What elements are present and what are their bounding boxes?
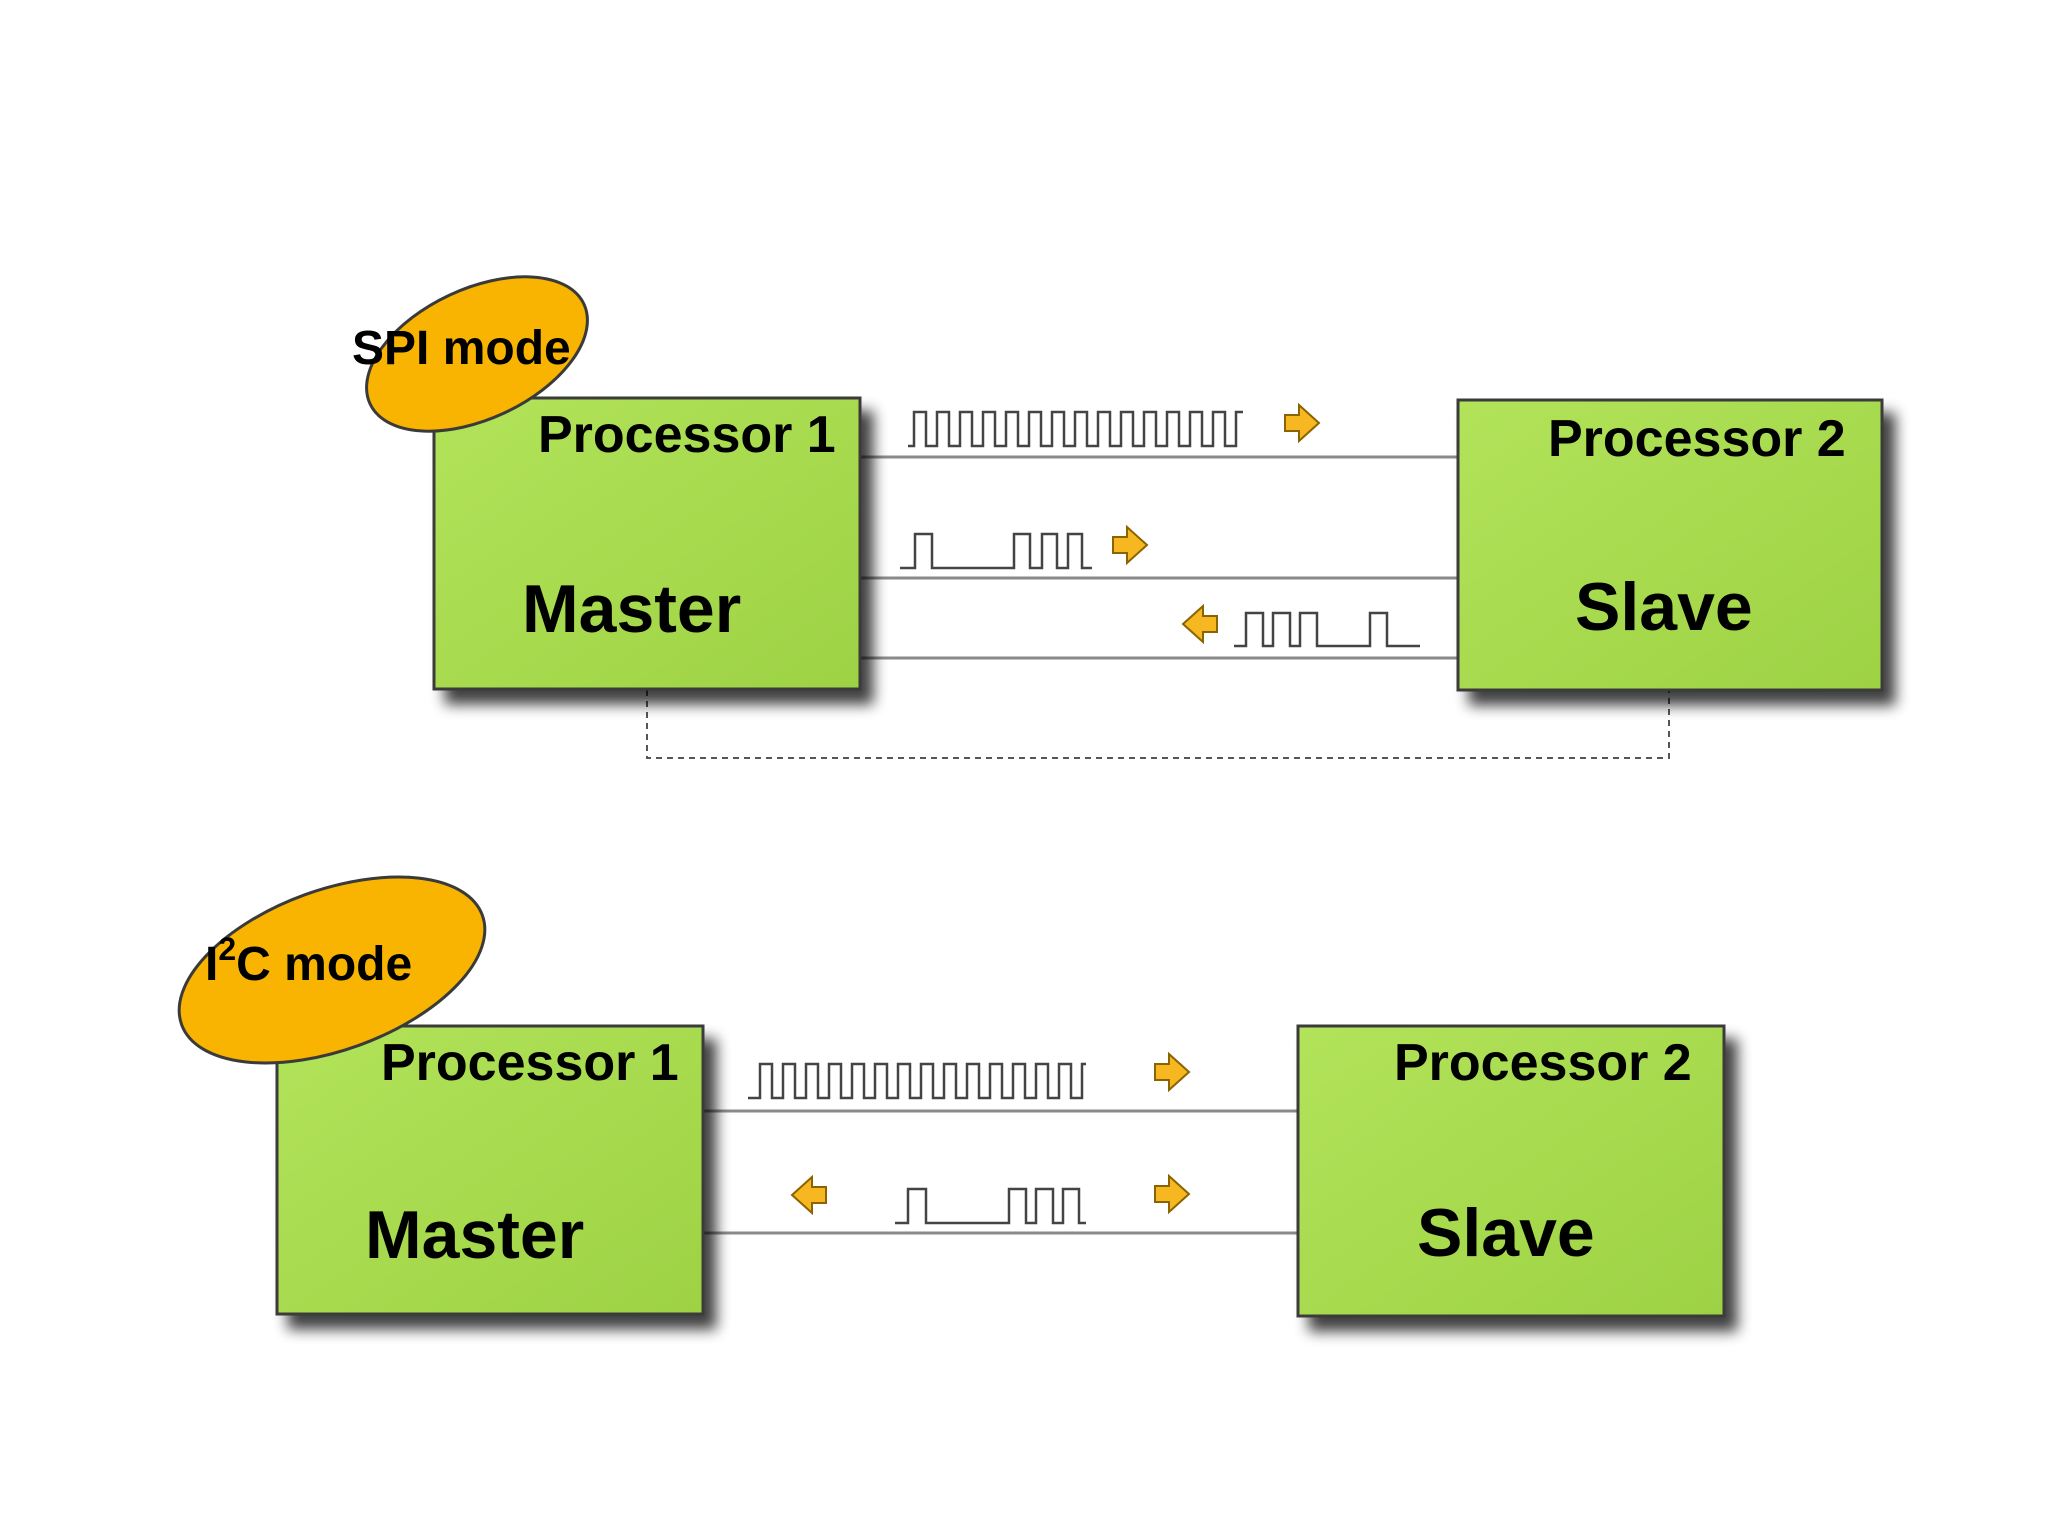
spi-mosi-right-arrow-icon bbox=[1112, 526, 1148, 564]
i2c-slave-role: Slave bbox=[1417, 1195, 1595, 1271]
i2c-sda-waveform bbox=[895, 1187, 1086, 1225]
spi-mosi-waveform bbox=[900, 532, 1092, 570]
i2c-sda-right-arrow-icon bbox=[1154, 1175, 1190, 1213]
spi-slave-title: Processor 2 bbox=[1548, 410, 1846, 468]
i2c-master-role: Master bbox=[365, 1197, 584, 1273]
i2c-slave-box bbox=[1296, 1024, 1726, 1318]
i2c-scl-waveform bbox=[748, 1062, 1086, 1100]
i2c-mode-label-superscript: 2 bbox=[218, 931, 236, 967]
i2c-master-box bbox=[275, 1024, 705, 1316]
spi-master-title: Processor 1 bbox=[538, 406, 836, 464]
i2c-mode-bubble bbox=[177, 875, 487, 1065]
spi-master-role: Master bbox=[522, 571, 741, 647]
spi-clock-right-arrow-icon bbox=[1284, 404, 1320, 442]
spi-slave-role: Slave bbox=[1575, 569, 1753, 645]
i2c-slave-title: Processor 2 bbox=[1394, 1034, 1692, 1092]
spi-mode-label: SPI mode bbox=[352, 322, 571, 375]
spi-mode-bubble bbox=[365, 275, 589, 433]
spi-miso-waveform bbox=[1234, 611, 1420, 648]
spi-section: SPI mode Processor 1 Master Processor 2 … bbox=[352, 275, 1884, 759]
i2c-scl-right-arrow-icon bbox=[1154, 1053, 1190, 1091]
i2c-section: I2C mode Processor 1 Master Processor 2 … bbox=[177, 875, 1726, 1318]
i2c-master-title: Processor 1 bbox=[381, 1034, 679, 1092]
i2c-sda-left-arrow-icon bbox=[791, 1176, 827, 1214]
spi-miso-left-arrow-icon bbox=[1182, 605, 1218, 643]
i2c-mode-label-rest: C mode bbox=[236, 938, 412, 991]
i2c-mode-label-base: I bbox=[205, 938, 218, 991]
spi-master-box bbox=[432, 396, 862, 691]
i2c-mode-label: I2C mode bbox=[205, 931, 412, 991]
spi-clock-waveform bbox=[908, 410, 1243, 448]
spi-select-dashed-line bbox=[646, 690, 1670, 759]
spi-slave-box bbox=[1456, 398, 1884, 692]
